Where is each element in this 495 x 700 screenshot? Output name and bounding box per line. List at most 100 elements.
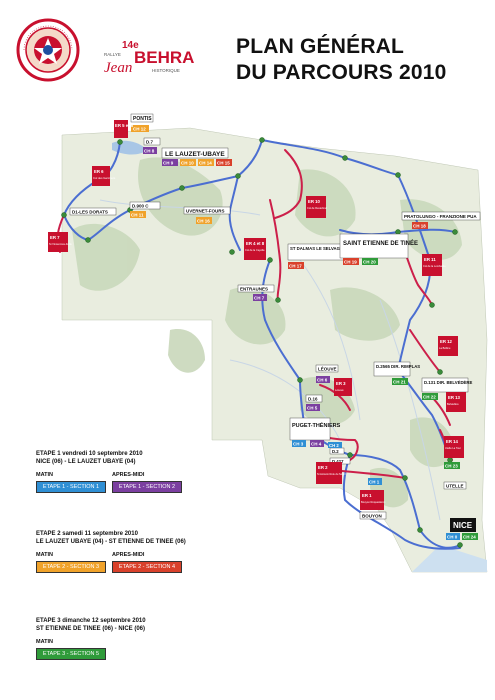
er-14-sub: Utelle La Tour <box>445 446 461 450</box>
ch-19: CH 19 <box>344 260 357 265</box>
route-liaison-east <box>397 174 432 371</box>
etape1-route: NICE (06) - LE LAUZET UBAYE (04) <box>36 459 136 465</box>
etape3-route: ST ETIENNE DE TINEE (06) - NICE (06) <box>36 626 146 632</box>
etape2-title: ETAPE 2 samedi 11 septembre 2010 <box>36 531 138 537</box>
ch-18: CH 18 <box>413 224 426 229</box>
map-sea <box>412 545 487 572</box>
route-er-cayolle <box>269 199 282 301</box>
ch-0: CH 0 <box>447 535 458 540</box>
town-d16: D.16 <box>308 397 318 402</box>
town-pratolungo: PRATOLUNGO - FRANZIONE PUA <box>404 214 477 219</box>
town-bouyon: BOUYON <box>362 514 382 519</box>
er-5-6: ER 5 et 6 <box>115 123 134 128</box>
ch-15: CH 15 <box>217 161 230 166</box>
ch-22: CH 22 <box>423 395 436 400</box>
town-d7-north: D.7 <box>146 140 154 145</box>
er-7: ER 7 <box>50 235 60 240</box>
ch-2: CH 2 <box>329 443 339 448</box>
town-saint-etienne: SAINT ETIENNE DE TINÉE <box>343 239 418 247</box>
logo-jean: Jean <box>104 60 132 76</box>
etape2-section4-badge: ETAPE 2 - SECTION 4 <box>112 561 182 573</box>
town-st-dalmas: ST DALMAS LE SELVAGE/D2205 <box>290 246 357 251</box>
etape1-apres-midi: APRES-MIDI <box>112 472 145 478</box>
route-er-bolline <box>409 329 441 373</box>
town-d2565: D.2565 DIR. RIMPLAS <box>376 364 420 369</box>
title-line-2: DU PARCOURS 2010 <box>236 61 447 84</box>
town-d1-dorats: D1-LES DORATS <box>72 210 108 215</box>
ch-20: CH 20 <box>363 260 376 265</box>
etape1-section1-badge: ETAPE 1 - SECTION 1 <box>36 481 106 493</box>
er-10-sub: Col de Restefond <box>307 206 328 210</box>
er-1-sub: Bouyon Roquestéron <box>361 500 386 504</box>
er-7-sub: St Vincent-les-Forts <box>49 242 72 246</box>
er-1: ER 1 <box>362 493 372 498</box>
er-12: ER 12 <box>440 339 453 344</box>
legend-etape-1: ETAPE 1 vendredi 10 septembre 2010 NICE … <box>36 450 236 493</box>
logo-historique: HISTORIQUE <box>152 68 180 73</box>
town-uvernet-fours: UVERNET-FOURS <box>186 209 225 214</box>
er-4-8-sub: Col de la Cayolle <box>245 248 265 252</box>
ch-11: CH 11 <box>131 213 144 218</box>
er-13-sub: Belvédère <box>447 402 459 406</box>
logo-edition: 14e <box>122 40 139 51</box>
ch-9: CH 9 <box>163 161 174 166</box>
route-liaison-bouyon <box>342 454 461 550</box>
er-2: ER 2 <box>318 465 328 470</box>
legend-etape-3: ETAPE 3 dimanche 12 septembre 2010 ST ET… <box>36 617 236 660</box>
town-d131: D.131 DIR. BELVÉDÈRE <box>424 380 473 385</box>
map-markers <box>61 137 463 548</box>
town-nice: NICE <box>453 521 473 530</box>
etape3-section5-badge: ETAPE 3 - SECTION 5 <box>36 648 106 660</box>
ch-control-points: CH 12 CH 8 CH 9 CH 10 CH 14 CH 15 CH 11 … <box>130 125 478 540</box>
town-labels: PONTIS LE LAUZET-UBAYE D.7 D.900 C D1-LE… <box>69 113 481 532</box>
town-lauzet-ubaye: LE LAUZET-UBAYE <box>165 151 225 158</box>
ch-17: CH 17 <box>289 264 302 269</box>
town-d900c: D.900 C <box>132 204 149 209</box>
etape3-title: ETAPE 3 dimanche 12 septembre 2010 <box>36 618 146 624</box>
ch-23: CH 23 <box>445 464 458 469</box>
etape3-matin: MATIN <box>36 639 54 645</box>
er-6: ER 6 <box>94 169 104 174</box>
town-entraunes: ENTRAUNES <box>240 287 268 292</box>
route-er-restefond <box>274 149 303 219</box>
etape2-apres-midi: APRES-MIDI <box>112 552 145 558</box>
rallye-jean-behra-logo: 14e RALLYE Jean BEHRA HISTORIQUE <box>104 36 214 84</box>
etape2-matin: MATIN <box>36 552 54 558</box>
er-11: ER 11 <box>424 257 436 262</box>
er-2-sub: St Antonin Rois du Soleil <box>317 472 346 476</box>
automobile-club-seal-logo <box>16 18 80 82</box>
ch-12: CH 12 <box>133 127 146 132</box>
etape1-matin: MATIN <box>36 472 54 478</box>
town-d427: D.427 <box>332 459 344 464</box>
town-d2: D.2 <box>332 449 339 454</box>
ch-5: CH 5 <box>307 406 318 411</box>
er-11-sub: Col de la Lombarde <box>423 264 446 268</box>
ch-14: CH 14 <box>199 161 212 166</box>
town-utelle: UTELLE <box>446 484 464 489</box>
ch-4: CH 4 <box>311 442 322 447</box>
ch-24: CH 24 <box>463 535 476 540</box>
er-14: ER 14 <box>446 439 459 444</box>
page-title: PLAN GÉNÉRAL DU PARCOURS 2010 <box>236 34 447 86</box>
town-pontis: PONTIS <box>133 116 152 122</box>
er-3: ER 3 <box>336 381 346 386</box>
ch-3: CH 3 <box>293 442 304 447</box>
er-10: ER 10 <box>308 199 321 204</box>
town-puget-theniers: PUGET-THÉNIERS <box>292 421 341 429</box>
er-4-8: ER 4 et 8 <box>246 241 265 246</box>
er-3-sub: Léouvé <box>335 388 344 392</box>
er-12-sub: La Bolline <box>439 346 451 350</box>
etape2-section3-badge: ETAPE 2 - SECTION 3 <box>36 561 106 573</box>
ch-6: CH 6 <box>317 378 328 383</box>
etape2-route: LE LAUZET UBAYE (04) - ST ETIENNE DE TIN… <box>36 539 186 545</box>
map-rivers <box>99 199 441 521</box>
er-special-stages: ER 5 et 6 ER 6 Col des Garcinets ER 7 St… <box>48 120 466 510</box>
er-6-sub: Col des Garcinets <box>93 176 116 180</box>
ch-7: CH 7 <box>254 296 265 301</box>
ch-10: CH 10 <box>181 161 194 166</box>
ch-21: CH 21 <box>393 380 406 385</box>
ch-16: CH 16 <box>197 219 210 224</box>
legend-etape-2: ETAPE 2 samedi 11 septembre 2010 LE LAUZ… <box>36 530 236 573</box>
logo-behra: BEHRA <box>134 48 194 67</box>
